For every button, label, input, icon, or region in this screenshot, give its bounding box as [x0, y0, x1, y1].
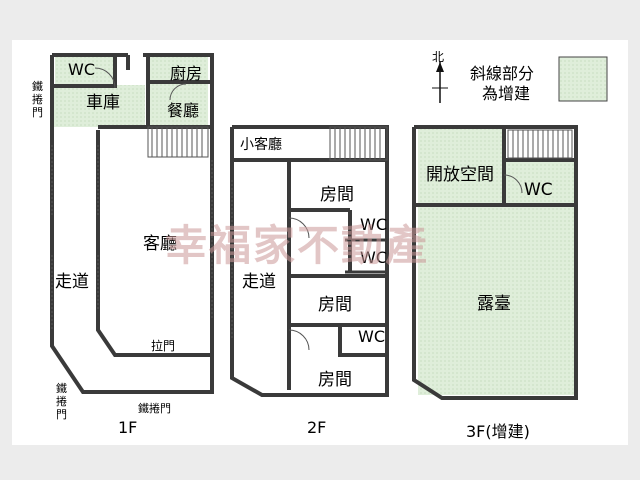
room-3f-open-space: 開放空間 [426, 165, 494, 185]
room-1f-corridor: 走道 [55, 272, 89, 292]
room-1f-sliding-door: 拉門 [151, 339, 176, 353]
terrace-hatch [418, 205, 576, 395]
2f-stairs [329, 126, 388, 161]
room-2f-wc-2: WC [360, 248, 387, 267]
open-space-hatch [418, 127, 504, 205]
compass-label: 北 [432, 50, 445, 64]
room-1f-shutter-bottom-left: 鐵 捲 門 [56, 382, 67, 421]
room-1f-shutter-top: 鐵 捲 門 [32, 80, 43, 119]
3f-inner-walls [414, 127, 576, 207]
floor-3f-caption: 3F(增建) [466, 422, 530, 441]
1f-stairs [147, 126, 209, 158]
legend-swatch [558, 56, 608, 102]
floor-3f [412, 125, 578, 400]
1f-outer-wall [50, 53, 214, 394]
watermark: 幸福家不動產 [165, 221, 430, 270]
room-2f-wc-1: WC [360, 215, 387, 234]
legend-line-2: 為增建 [482, 84, 531, 103]
floor-1f [50, 53, 214, 394]
room-1f-living: 客廳 [143, 234, 177, 254]
room-1f-dining: 餐廳 [167, 101, 200, 120]
floor-1f-caption: 1F [118, 418, 138, 437]
room-1f-wc: WC [68, 60, 95, 79]
room-2f-small-living: 小客廳 [240, 137, 282, 153]
3f-stairs [507, 129, 573, 159]
wc-3f-hatch [504, 160, 576, 205]
kitchen-dining-hatch [148, 56, 208, 126]
compass-arrow [432, 62, 448, 103]
room-1f-shutter-bottom: 鐵捲門 [138, 402, 171, 415]
room-3f-terrace: 露臺 [477, 294, 511, 314]
room-1f-garage: 車庫 [86, 93, 120, 113]
floor-2f-caption: 2F [307, 418, 327, 437]
room-3f-wc: WC [524, 180, 553, 200]
room-2f-wc-3: WC [358, 327, 385, 346]
floor-2f [230, 125, 389, 397]
room-1f-kitchen: 廚房 [170, 64, 203, 83]
room-2f-bedroom-3: 房間 [318, 370, 352, 390]
3f-outer-wall [412, 125, 578, 400]
garage-hatch [52, 85, 145, 127]
room-2f-bedroom-1: 房間 [320, 185, 354, 205]
room-2f-corridor: 走道 [242, 272, 276, 292]
room-2f-bedroom-2: 房間 [318, 295, 352, 315]
legend-line-1: 斜線部分 [470, 64, 535, 83]
